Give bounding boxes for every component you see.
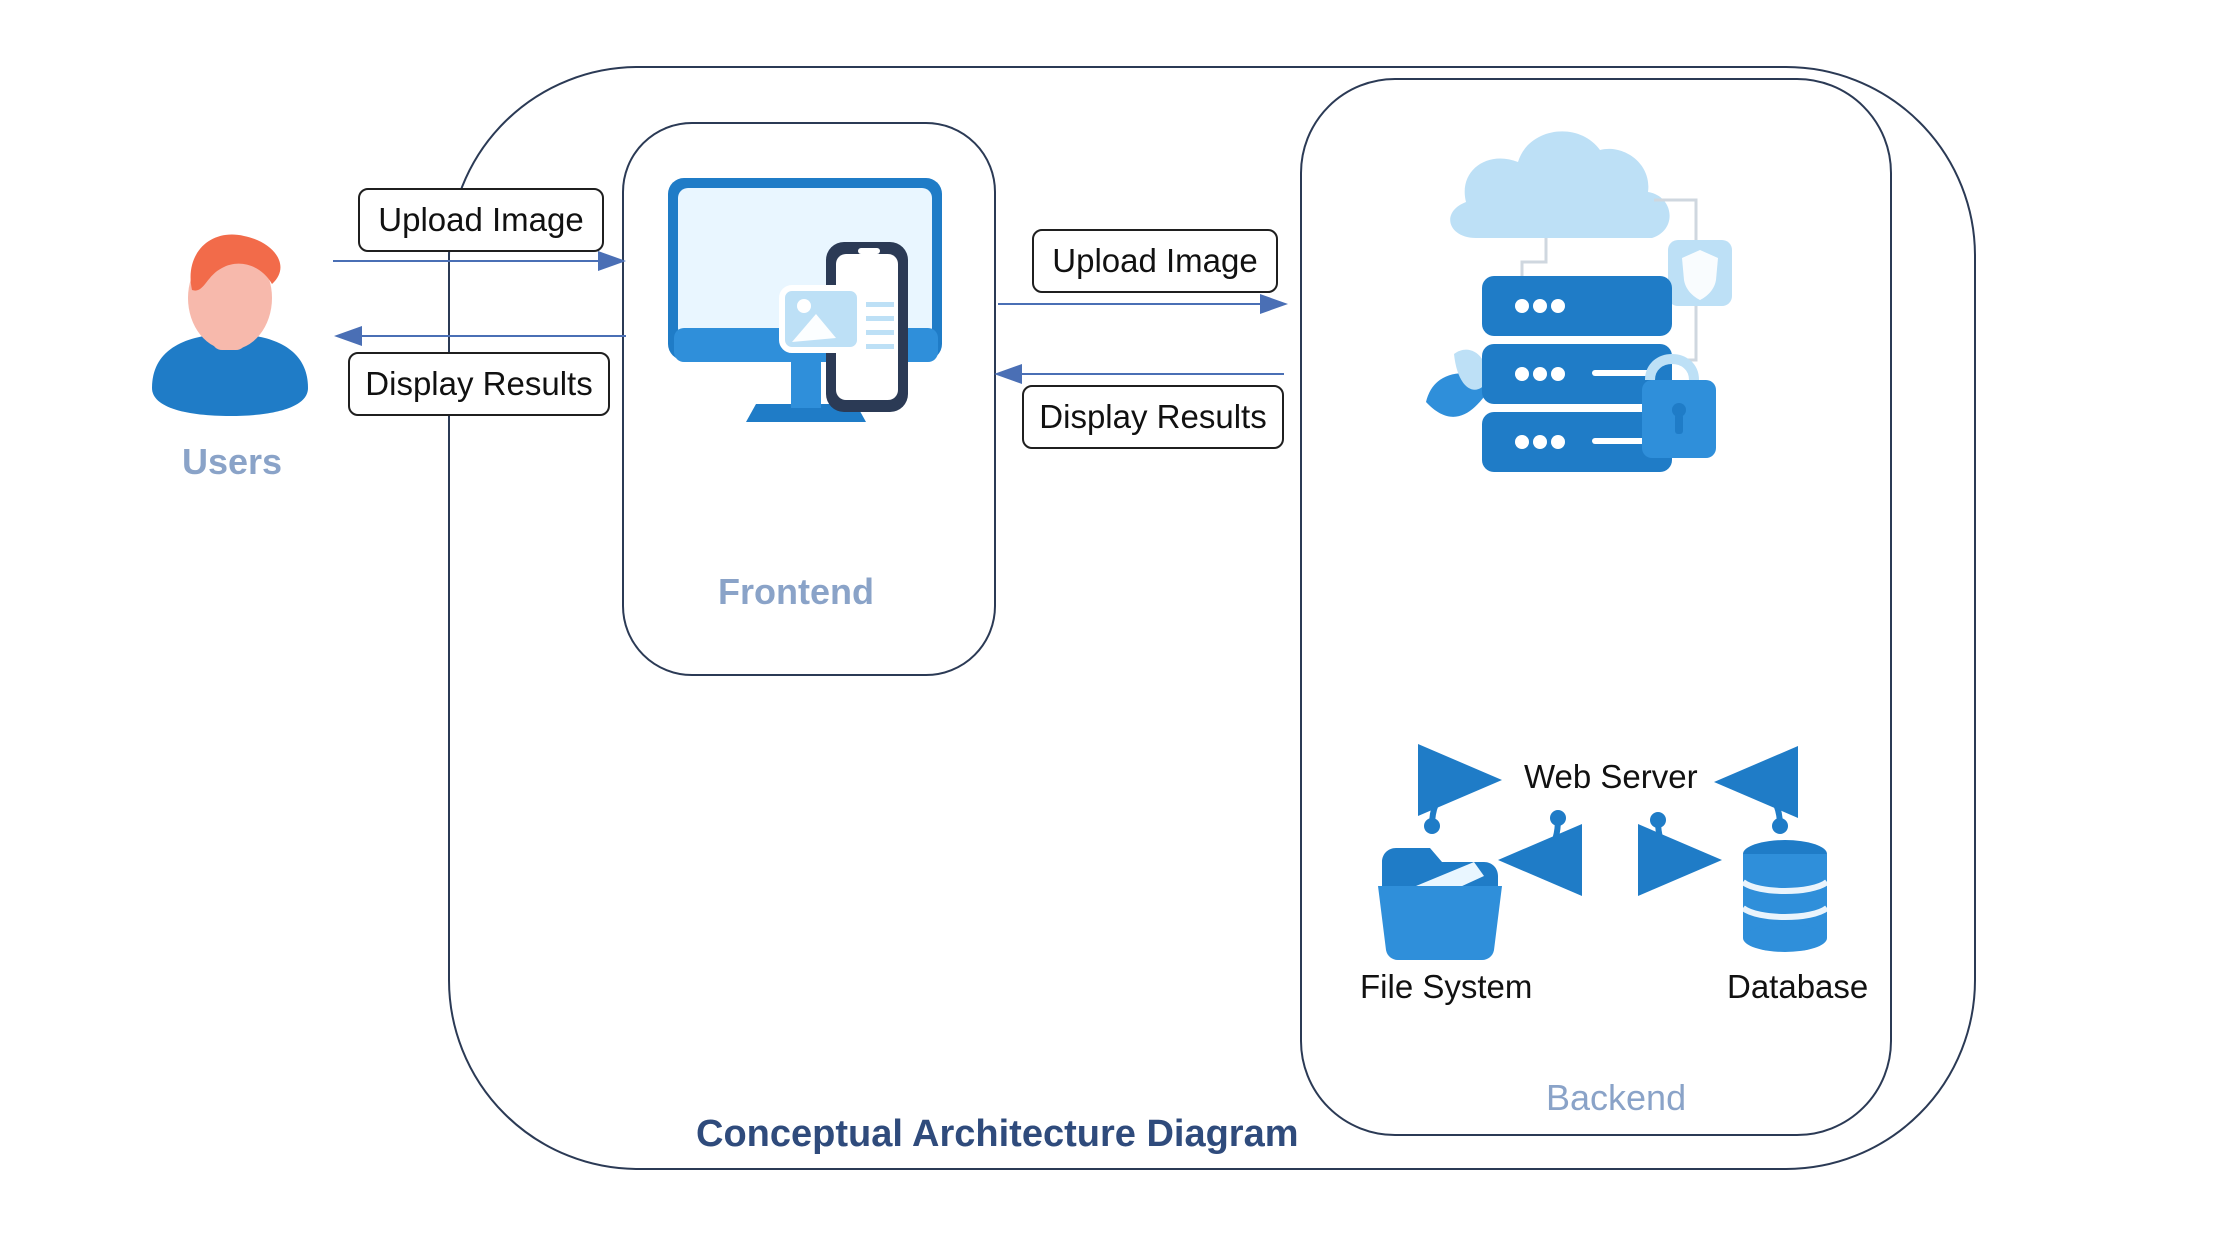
outer-container (448, 66, 1976, 1170)
file-system-label: File System (1360, 968, 1533, 1005)
web-server-label: Web Server (1524, 758, 1698, 795)
edge-label-frontend-to-user: Display Results (348, 352, 610, 416)
frontend-label: Frontend (718, 571, 874, 612)
diagram-title: Conceptual Architecture Diagram (696, 1113, 1299, 1155)
edge-label-frontend-to-backend: Upload Image (1032, 229, 1278, 293)
backend-box (1300, 78, 1892, 1136)
edge-label-user-to-frontend: Upload Image (358, 188, 604, 252)
backend-flow-arrows (1417, 744, 1799, 896)
user-icon (152, 234, 308, 416)
backend-label: Backend (1546, 1077, 1687, 1118)
folder-icon (1378, 848, 1502, 960)
users-label: Users (182, 441, 283, 482)
database-label: Database (1727, 968, 1869, 1005)
database-icon (1741, 840, 1829, 952)
monitor-phone-icon (668, 178, 942, 422)
edge-label-backend-to-frontend: Display Results (1022, 385, 1284, 449)
frontend-box (622, 122, 996, 676)
cloud-server-icon (1426, 131, 1732, 472)
